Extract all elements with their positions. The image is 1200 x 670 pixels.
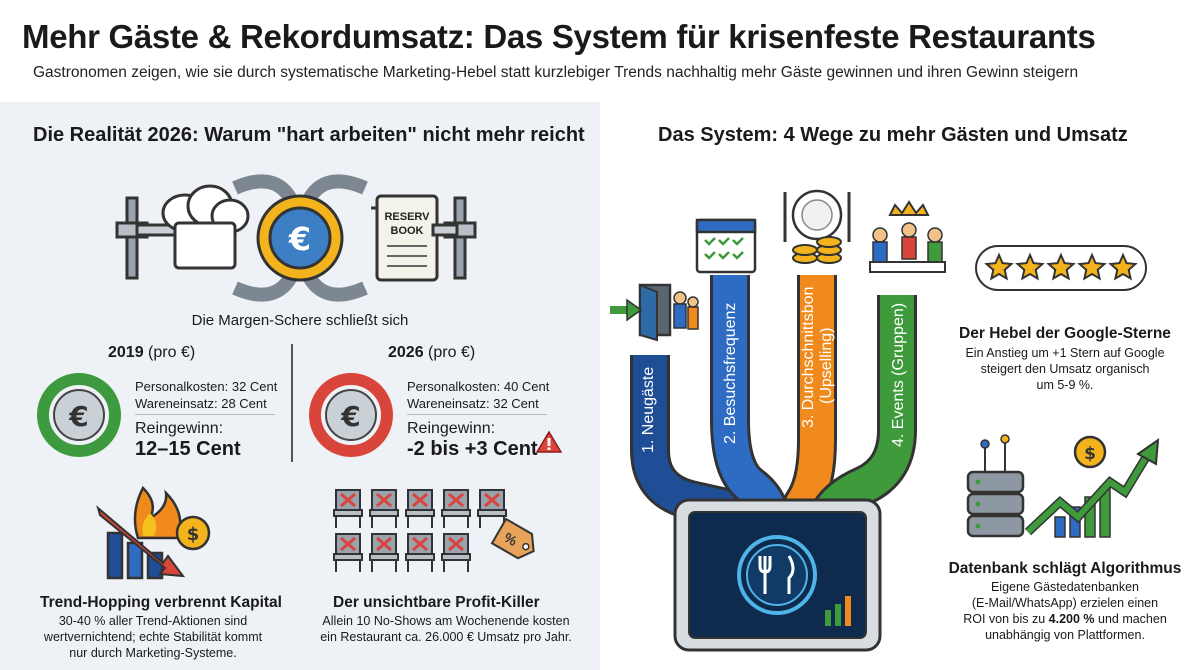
- google-stars-badge: [975, 245, 1147, 291]
- right-section-title: Das System: 4 Wege zu mehr Gästen und Um…: [658, 124, 1128, 146]
- empty-chair-icon: [405, 533, 435, 572]
- pipe-3-sublabel: (Upselling): [818, 327, 835, 404]
- profit-2026-value: -2 bis +3 Cent: [407, 438, 538, 460]
- four-pipes-diagram: [610, 189, 946, 652]
- group-event-icon: [869, 200, 946, 273]
- cost-2019-goods: Wareneinsatz: 28 Cent: [135, 396, 267, 411]
- donut-2026-icon: €: [309, 373, 393, 457]
- separator-2026: [407, 414, 547, 415]
- svg-text:RESERV: RESERV: [384, 211, 430, 223]
- donut-2019-icon: €: [37, 373, 121, 457]
- trend-title: Trend-Hopping verbrennt Kapital: [40, 594, 282, 611]
- svg-text:€: €: [340, 400, 360, 433]
- database-growth-icon: $: [966, 434, 1160, 538]
- empty-chair-icon: [333, 533, 363, 572]
- star-icon: [1046, 252, 1076, 281]
- trend-text: 30-40 % aller Trend-Aktionen sind wertve…: [43, 614, 263, 660]
- tablet-device-icon: [673, 498, 882, 652]
- svg-text:$: $: [187, 524, 200, 545]
- cost-2026-personnel: Personalkosten: 40 Cent: [407, 379, 550, 394]
- profit-2026-label: Reingewinn:: [407, 420, 496, 437]
- euro-coin-icon: €: [256, 194, 344, 282]
- page-subtitle: Gastronomen zeigen, wie sie durch system…: [33, 64, 1079, 81]
- separator-2019: [135, 414, 275, 415]
- plate-coins-icon: [783, 189, 851, 264]
- empty-chair-icon: [405, 489, 435, 528]
- google-title: Der Hebel der Google-Sterne: [959, 325, 1171, 342]
- five-stars-icon: [984, 252, 1138, 281]
- year-2026-heading: 2026 (pro €): [388, 344, 476, 361]
- empty-chair-icon: [441, 489, 471, 528]
- empty-chair-icon: [441, 533, 471, 572]
- empty-chair-icon: [369, 489, 399, 528]
- clamp-right-icon: [431, 196, 477, 280]
- google-text: Ein Anstieg um +1 Stern auf Google steig…: [965, 346, 1165, 392]
- warning-icon: [536, 430, 562, 453]
- star-icon: [1077, 252, 1107, 281]
- price-tag-icon: %: [490, 517, 535, 560]
- empty-chair-icon: [477, 489, 507, 528]
- calendar-icon: [695, 218, 757, 274]
- star-icon: [984, 252, 1014, 281]
- empty-chair-icon: [369, 533, 399, 572]
- vertical-divider: [291, 344, 293, 462]
- pipe-2-label: 2. Besuchsfrequenz: [722, 302, 739, 444]
- margin-scissors-illustration: € RESERV BOOK: [115, 174, 477, 302]
- noshow-title: Der unsichtbare Profit-Killer: [333, 594, 540, 611]
- cost-2026-goods: Wareneinsatz: 32 Cent: [407, 396, 539, 411]
- noshow-text: Allein 10 No-Shows am Wochenende kosten …: [320, 614, 572, 644]
- svg-text:$: $: [1084, 444, 1096, 464]
- empty-chairs-icon: %: [333, 489, 535, 572]
- year-2019-heading: 2019 (pro €): [108, 344, 196, 361]
- page-title: Mehr Gäste & Rekordumsatz: Das System fü…: [22, 18, 1096, 55]
- svg-text:€: €: [68, 400, 88, 433]
- database-text: Eigene Gästedatenbanken (E-Mail/WhatsApp…: [963, 580, 1167, 642]
- burning-chart-icon: $: [96, 485, 211, 580]
- database-server-icon: [966, 434, 1025, 538]
- database-title: Datenbank schlägt Algorithmus: [948, 560, 1182, 577]
- svg-text:BOOK: BOOK: [391, 225, 424, 237]
- star-icon: [1015, 252, 1045, 281]
- profit-2019-label: Reingewinn:: [135, 420, 224, 437]
- reservation-book-icon: RESERV BOOK: [371, 194, 439, 282]
- scissors-caption: Die Margen-Schere schließt sich: [191, 312, 409, 329]
- cost-2019-personnel: Personalkosten: 32 Cent: [135, 379, 278, 394]
- svg-text:€: €: [288, 220, 311, 258]
- chef-hat-icon: [161, 184, 250, 270]
- door-entry-icon: [610, 283, 699, 342]
- pipe-3-label: 3. Durchschnittsbon: [800, 286, 817, 428]
- star-icon: [1108, 252, 1138, 281]
- pipe-4-label: 4. Events (Gruppen): [890, 302, 907, 447]
- pipe-1-label: 1. Neugäste: [640, 366, 657, 453]
- profit-2019-value: 12–15 Cent: [135, 438, 241, 460]
- empty-chair-icon: [333, 489, 363, 528]
- left-section-title: Die Realität 2026: Warum "hart arbeiten"…: [33, 124, 585, 146]
